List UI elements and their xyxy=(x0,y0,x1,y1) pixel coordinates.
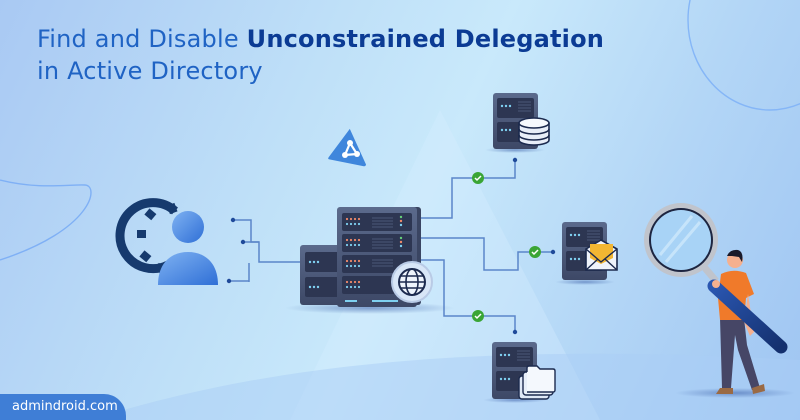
check-icon xyxy=(472,310,484,322)
title-line2: in Active Directory xyxy=(37,57,263,85)
brand-badge[interactable]: admindroid.com xyxy=(0,394,126,420)
page-title: Find and Disable Unconstrained Delegatio… xyxy=(37,23,604,87)
file-server-icon xyxy=(483,342,556,403)
title-part1: Find and Disable xyxy=(37,25,247,53)
database-server-icon xyxy=(485,93,550,153)
mail-server-icon xyxy=(555,222,618,285)
connector-dots xyxy=(226,157,556,335)
check-icon xyxy=(472,172,484,184)
connector-lines xyxy=(229,160,553,332)
title-highlight: Unconstrained Delegation xyxy=(246,25,605,53)
active-directory-triangle-icon xyxy=(328,128,367,167)
magnifier-person-icon xyxy=(644,203,795,398)
check-icon xyxy=(529,246,541,258)
user-gear-icon xyxy=(115,198,218,285)
globe-icon xyxy=(391,261,433,303)
